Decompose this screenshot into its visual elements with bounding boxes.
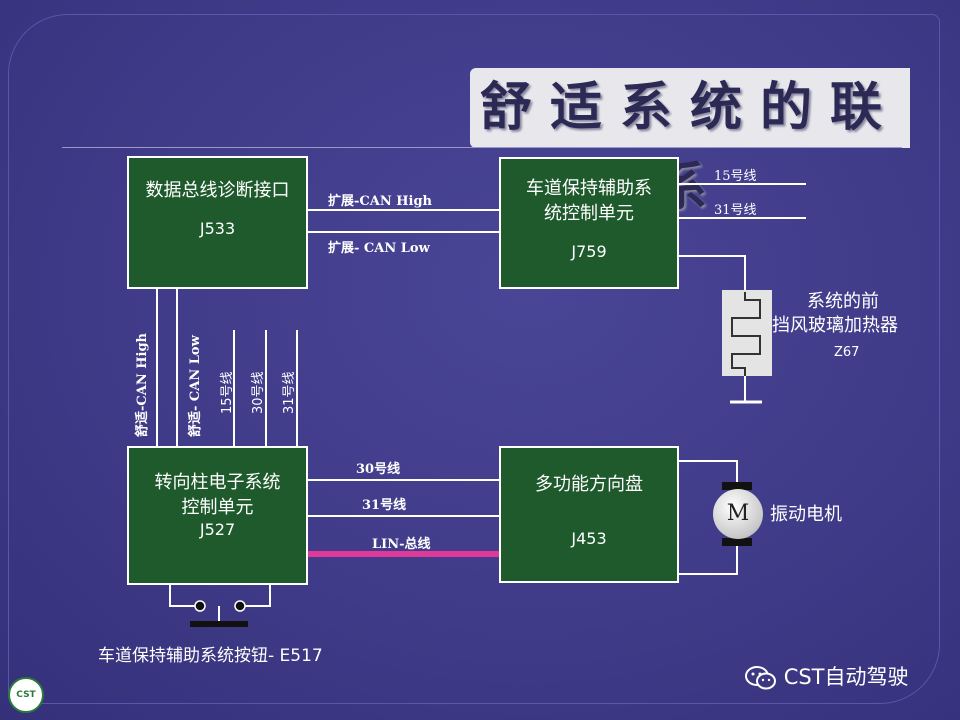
box-j533-name: 数据总线诊断接口 (145, 180, 290, 201)
box-j453-code: J453 (571, 529, 607, 548)
box-j527-code: J527 (199, 520, 236, 539)
motor-icon: M (713, 489, 763, 539)
cst-logo: CST (8, 677, 44, 713)
button-label: 车道保持辅助系统按钮- E517 (98, 646, 323, 666)
box-j453-name: 多功能方向盘 (535, 474, 643, 495)
heater-body (722, 290, 772, 376)
box-j527-name-line1: 转向柱电子系统 (154, 472, 281, 493)
box-j527-name-line2: 控制单元 (181, 497, 254, 518)
label-15-vert: 15号线 (220, 371, 235, 414)
label-can-low: 扩展- CAN Low (328, 241, 430, 256)
label-comfort-can-high: 舒适-CAN High (135, 332, 150, 437)
button-bar (190, 621, 248, 627)
box-j759-name-line1: 车道保持辅助系 (526, 178, 652, 199)
motor-label: 振动电机 (770, 504, 842, 525)
wire-heater-feed (678, 255, 746, 292)
wire-motor-top (678, 460, 738, 486)
box-j759: 车道保持辅助系 统控制单元 J759 (499, 157, 679, 289)
wire-button-right (241, 585, 271, 607)
wire-motor-bottom (678, 543, 738, 575)
heater-element-icon (731, 292, 761, 376)
watermark-text: CST自动驾驶 (783, 665, 909, 689)
label-31-top: 31号线 (714, 203, 757, 218)
box-j533: 数据总线诊断接口 J533 (127, 156, 308, 289)
heater-code: Z67 (834, 345, 860, 360)
box-j453: 多功能方向盘 J453 (499, 446, 679, 583)
label-31-vert: 31号线 (282, 371, 297, 414)
title-divider (62, 147, 902, 148)
panel-frame (8, 14, 940, 704)
label-31-mid: 31号线 (362, 498, 407, 513)
wire-button-left (169, 585, 197, 607)
label-30-vert: 30号线 (251, 371, 266, 414)
heater-label-line2: 挡风玻璃加热器 (772, 315, 898, 336)
motor-top-cap (722, 482, 752, 490)
motor-bottom-cap (722, 538, 752, 546)
label-30-mid: 30号线 (356, 462, 401, 477)
wechat-icon (745, 666, 776, 690)
label-lin-bus: LIN-总线 (372, 537, 431, 552)
watermark: CST自动驾驶 (745, 663, 930, 691)
label-can-high: 扩展-CAN High (328, 194, 433, 209)
box-j759-code: J759 (571, 242, 607, 261)
heater-label-line1: 系统的前 (807, 291, 879, 312)
label-15-top: 15号线 (714, 169, 757, 184)
box-j533-code: J533 (199, 219, 236, 238)
button-contact-right (234, 600, 246, 612)
label-comfort-can-low: 舒适- CAN Low (188, 335, 203, 437)
box-j759-name-line2: 统控制单元 (544, 203, 634, 224)
button-contact-left (194, 600, 206, 612)
box-j527: 转向柱电子系统 控制单元 J527 (127, 446, 308, 585)
